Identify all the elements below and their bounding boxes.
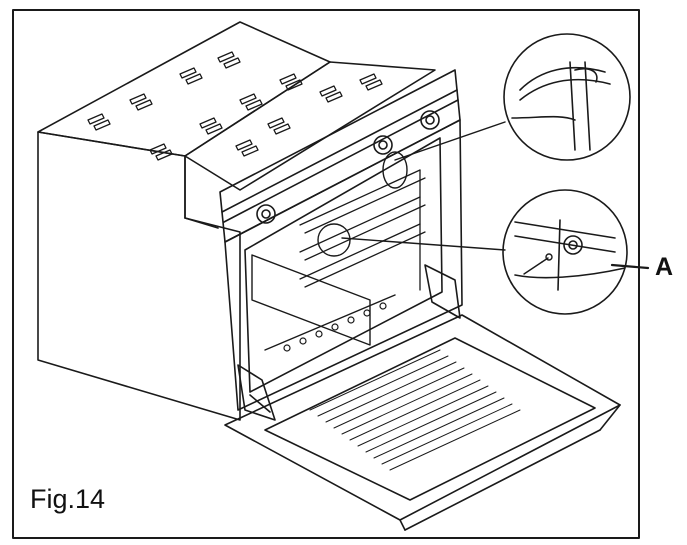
screw-icon [523, 253, 553, 275]
door-hinge-left [237, 364, 276, 421]
door-hinge-right [424, 264, 461, 319]
leader-line-hinge [394, 121, 506, 161]
control-knob-left [256, 204, 276, 224]
vent-slots [87, 51, 383, 161]
figure-label: Fig.14 [30, 484, 106, 514]
leader-line-screw [341, 237, 506, 251]
oven-door [224, 314, 621, 531]
oven-front-frame [224, 119, 463, 411]
screw-highlight [317, 223, 351, 257]
door-vent-grille [309, 349, 521, 471]
detail-circle-hinge [503, 33, 631, 161]
inner-window [251, 254, 396, 351]
detail-circle-screw [502, 189, 628, 315]
window-dots [283, 302, 387, 352]
oven-housing [37, 21, 436, 421]
figure-border [12, 9, 640, 539]
callout-label-a: A [655, 253, 674, 281]
control-knob-middle [373, 135, 393, 155]
control-knob-right [420, 110, 440, 130]
shelf-racks [299, 169, 426, 291]
control-panel [219, 69, 461, 243]
callout-a-pointer [610, 263, 650, 270]
hinge-highlight [382, 151, 408, 189]
